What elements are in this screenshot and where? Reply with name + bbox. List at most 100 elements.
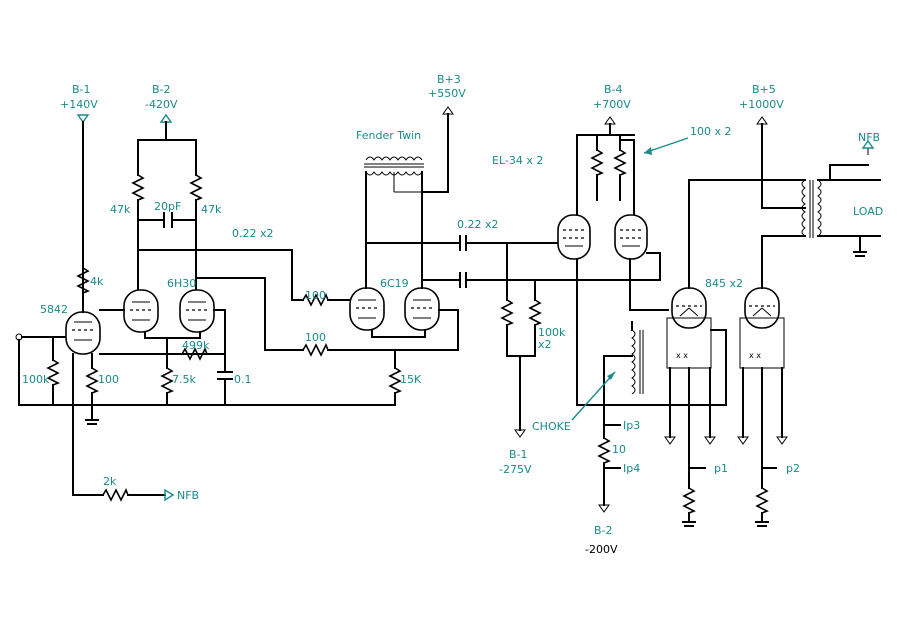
label-tube-5842: 5842 <box>40 303 68 316</box>
resistor-p1 <box>682 487 696 514</box>
resistor-100-el34-b <box>613 149 627 176</box>
label-ip4: Ip4 <box>623 462 640 475</box>
resistor-100-cathode <box>85 367 99 394</box>
label-fender-twin: Fender Twin <box>356 129 421 142</box>
label-r-2k: 2k <box>103 475 117 488</box>
label-ip3: Ip3 <box>623 419 640 432</box>
tube-6c19-a-icon <box>349 287 385 331</box>
arrow-down-icon <box>598 504 610 513</box>
label-r-10: 10 <box>612 443 626 456</box>
label-cap-0-22-right: 0.22 x2 <box>457 218 499 231</box>
supply-b1-top-voltage: +140V <box>60 98 98 111</box>
supply-b1-top: B-1 +140V <box>60 83 98 266</box>
label-choke: CHOKE <box>532 420 571 433</box>
label-c-0-1: 0.1 <box>234 373 252 386</box>
transformer-primary-icon <box>365 156 423 161</box>
resistor-47k-left <box>131 174 145 201</box>
supply-b1-bottom-voltage: -275V <box>499 463 532 476</box>
arrow-down-icon <box>737 436 749 445</box>
label-el34-x2: EL-34 x 2 <box>492 154 543 167</box>
resistor-100k-grid <box>46 359 60 386</box>
tube-el34-a-icon <box>557 214 591 260</box>
supply-b2-bottom-name: B-2 <box>594 524 613 537</box>
tube-6h30-b-icon <box>179 289 215 333</box>
supply-b5-name: B+5 <box>752 83 776 96</box>
label-r-4k: 4k <box>90 275 104 288</box>
label-r-100-lower: 100 <box>305 331 326 344</box>
resistor-100-upper <box>302 293 329 307</box>
supply-b5: B+5 +1000V <box>739 83 806 209</box>
label-cap-0-22-left: 0.22 x2 <box>232 227 274 240</box>
choke-coil-icon <box>631 329 636 395</box>
label-r-100-cathode: 100 <box>98 373 119 386</box>
label-r-100k-grid: 100k <box>22 373 50 386</box>
supply-b3: B+3 +550V <box>421 73 466 193</box>
supply-b1-bottom: B-1 -275V <box>499 448 532 476</box>
label-r-100-upper: 100 <box>305 289 326 302</box>
arrow-left-icon <box>644 147 652 155</box>
supply-b4-name: B-4 <box>604 83 623 96</box>
label-nfb-in: NFB <box>177 489 199 502</box>
arrow-up-icon <box>756 116 768 125</box>
resistor-100-lower <box>302 343 329 357</box>
resistor-2k <box>102 488 129 502</box>
tube-el34-b-icon <box>614 214 648 260</box>
label-r-7-5k: 7.5k <box>172 373 196 386</box>
arrow-up-right-icon <box>607 372 615 380</box>
arrow-up-icon <box>442 106 454 115</box>
stage-6c19: 100 100 6C19 15K Fender Twin <box>264 129 661 406</box>
output-transformer-primary-icon <box>801 179 806 237</box>
input-stage: 100k 5842 4k 100 2k NFB <box>15 264 396 502</box>
label-tube-6h30: 6H30 <box>167 277 196 290</box>
arrow-up-icon <box>159 113 173 123</box>
resistor-15k <box>388 367 402 394</box>
tube-5842-icon <box>65 311 101 355</box>
filament-b-marks: x x <box>749 351 761 360</box>
supply-b2-top-voltage: -420V <box>145 98 178 111</box>
tube-6h30-a-icon <box>123 289 159 333</box>
label-c-20pf: 20pF <box>154 200 181 213</box>
label-r-47k-right: 47k <box>201 203 222 216</box>
output-845-stage: 845 x2 x x x x p1 p2 <box>603 131 883 527</box>
resistor-499k <box>181 347 208 361</box>
supply-b1-bottom-name: B-1 <box>509 448 528 461</box>
resistor-100k-b <box>528 299 542 326</box>
label-r-499k: 499k <box>182 339 210 352</box>
supply-b2-top-name: B-2 <box>152 83 171 96</box>
supply-b2-bottom: B-2 -200V <box>585 524 618 556</box>
resistor-100-el34-a <box>590 149 604 176</box>
arrow-up-icon <box>861 139 875 149</box>
resistor-4k <box>76 267 90 294</box>
output-transformer-secondary-icon <box>817 179 822 237</box>
resistor-p2 <box>755 487 769 514</box>
label-r-47k-left: 47k <box>110 203 131 216</box>
tube-6c19-b-icon <box>404 287 440 331</box>
supply-b3-name: B+3 <box>437 73 461 86</box>
resistor-10 <box>597 437 611 464</box>
supply-b1-top-name: B-1 <box>72 83 91 96</box>
supply-b2-bottom-voltage: -200V <box>585 543 618 556</box>
arrow-down-icon <box>664 436 676 445</box>
label-tube-845: 845 x2 <box>705 277 743 290</box>
supply-b2-top: B-2 -420V <box>137 83 197 176</box>
resistor-47k-right <box>189 174 203 201</box>
resistor-7-5k <box>160 367 174 394</box>
arrow-right-icon <box>164 488 175 502</box>
supply-b5-voltage: +1000V <box>739 98 784 111</box>
label-tube-6c19: 6C19 <box>380 277 409 290</box>
driver-6h30-stage: 47k 47k 20pF 6H30 499k 7.5k 0.1 <box>99 174 293 406</box>
resistor-100k-a <box>500 299 514 326</box>
arrow-down-icon <box>704 436 716 445</box>
filament-a-marks: x x <box>676 351 688 360</box>
label-nfb-out: NFB <box>858 131 880 144</box>
arrow-up-icon <box>604 116 616 125</box>
supply-b3-voltage: +550V <box>428 87 466 100</box>
supply-b4-voltage: +700V <box>593 98 631 111</box>
label-load: LOAD <box>853 205 883 218</box>
label-p2: p2 <box>786 462 800 475</box>
label-p1: p1 <box>714 462 728 475</box>
arrow-up-icon <box>76 114 90 124</box>
